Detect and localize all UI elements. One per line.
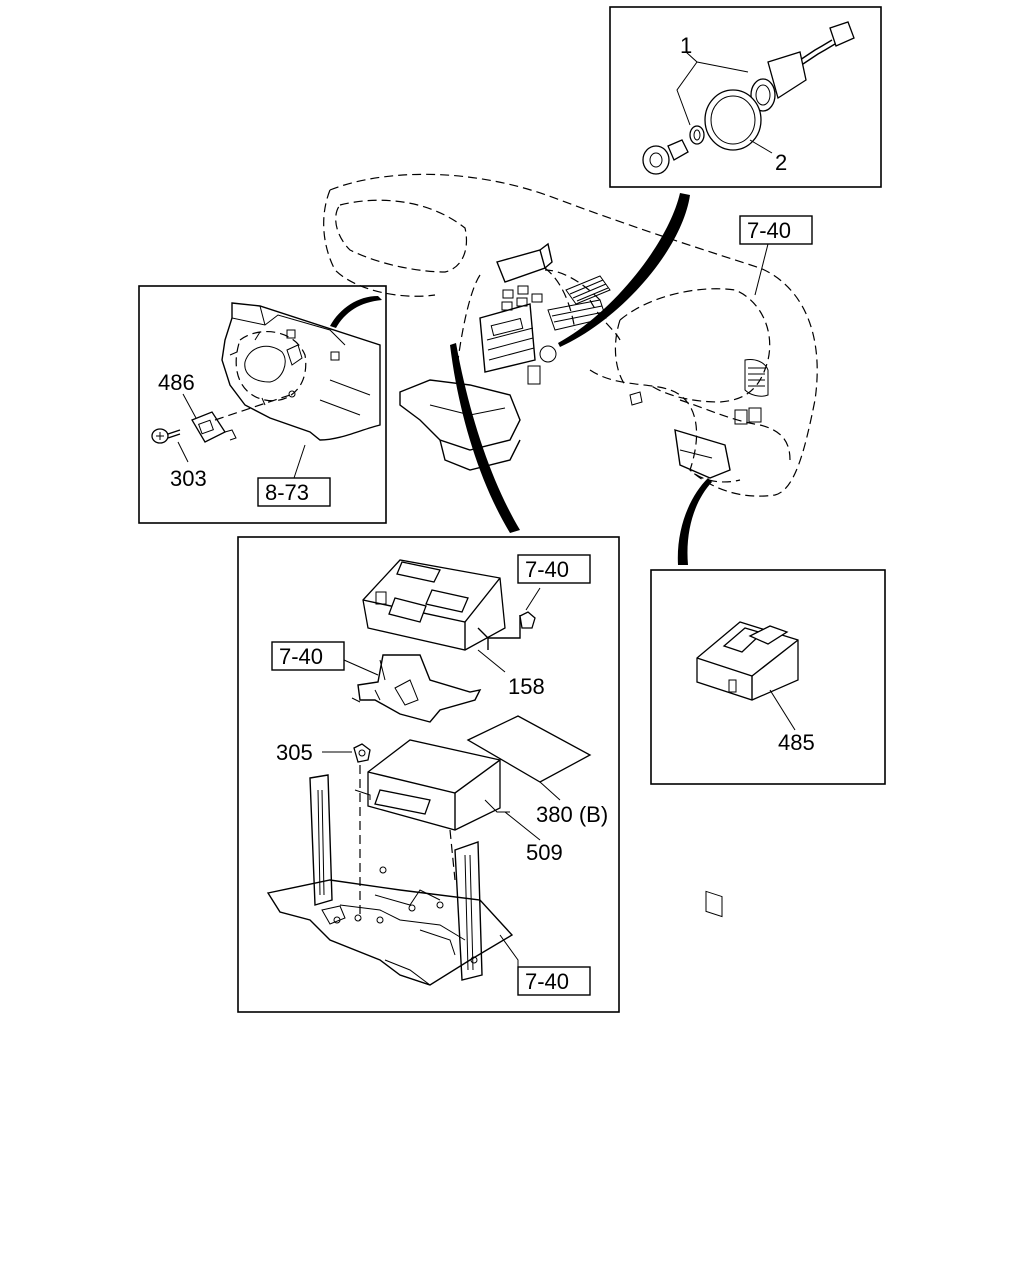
- meter-inset: 486 303 8-73: [138, 285, 387, 524]
- mount-plate: [357, 654, 482, 723]
- frame-left-post: [309, 774, 333, 906]
- module-lower: [367, 739, 501, 831]
- dashboard-assembly: [323, 173, 818, 497]
- pointer-units: [450, 343, 520, 533]
- inset-frame-units: [237, 536, 620, 1013]
- ref-box-center-bottom: [517, 966, 591, 996]
- lighter-connector: [829, 21, 855, 47]
- ref-label-center-left: 7-40: [279, 644, 323, 669]
- lighter-plug: [667, 139, 689, 161]
- lighter-ring: [704, 89, 762, 151]
- unit-inset: 7-40 158 7-40 380 (B) 509 305: [237, 536, 620, 1013]
- inset-frame-meter: [138, 285, 387, 524]
- nut-305: [353, 743, 371, 763]
- pointer-meter: [330, 296, 382, 328]
- part-label-380b: 380 (B): [536, 802, 608, 827]
- part-label-485: 485: [778, 730, 815, 755]
- part-label-305: 305: [276, 740, 313, 765]
- part-label-1: 1: [680, 33, 692, 58]
- frame-right-post: [454, 841, 483, 981]
- nut-upper: [519, 611, 536, 629]
- lighter-wire: [799, 39, 833, 61]
- pointer-lighter: [558, 193, 690, 347]
- part-label-158: 158: [508, 674, 545, 699]
- pointer-box: [677, 478, 712, 565]
- inset-frame-lighter: [609, 6, 882, 188]
- part-label-486: 486: [158, 370, 195, 395]
- lighter-socket: [767, 51, 807, 100]
- ref-box-left: [257, 477, 331, 507]
- inset-frame-box: [650, 569, 886, 785]
- ref-label-left: 8-73: [265, 480, 309, 505]
- part-label-303: 303: [170, 466, 207, 491]
- bracket-486: [191, 411, 226, 443]
- part-label-509: 509: [526, 840, 563, 865]
- frame-base: [266, 879, 514, 986]
- ref-box-top-right: 7-40: [739, 215, 813, 296]
- ref-label-center-upper: 7-40: [525, 557, 569, 582]
- ref-box-center-upper: [517, 554, 591, 584]
- ref-box-center-left: [271, 641, 345, 671]
- pad-380b: [466, 715, 592, 783]
- box-inset: 485: [650, 569, 886, 918]
- part-label-2: 2: [775, 150, 787, 175]
- lighter-inset: 1 2: [609, 6, 882, 188]
- ref-label-top-right: 7-40: [747, 218, 791, 243]
- ref-label-center-bottom: 7-40: [525, 969, 569, 994]
